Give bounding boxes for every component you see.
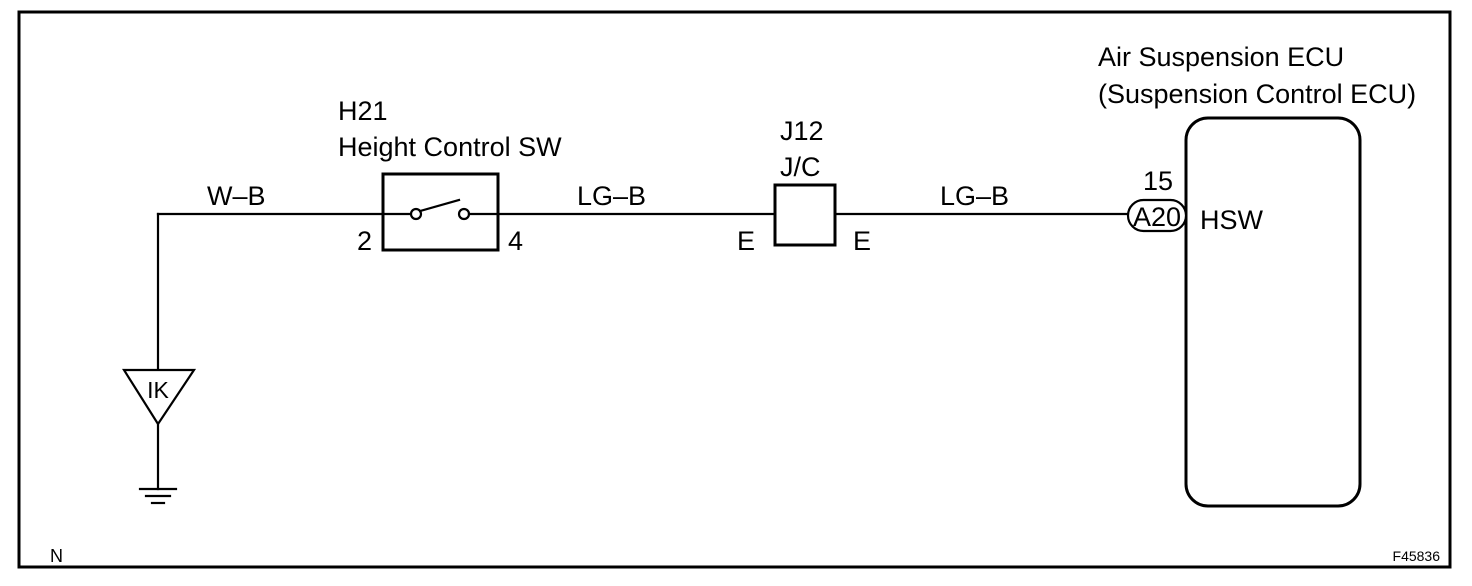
ecu-connector-oval xyxy=(1126,198,1188,233)
switch-contact-left xyxy=(409,207,423,221)
switch-code: H21 xyxy=(338,96,388,126)
switch-icon xyxy=(381,198,500,221)
switch-pin-right: 4 xyxy=(508,226,523,256)
junction-code: J12 xyxy=(780,116,824,146)
ecu-box xyxy=(1184,116,1362,508)
junction-pin-right: E xyxy=(853,226,871,256)
corner-mark: N xyxy=(50,546,63,566)
ecu-pin-number: 15 xyxy=(1143,166,1173,196)
ground-icon xyxy=(138,487,178,505)
junction-name: J/C xyxy=(780,152,821,182)
switch-pin-left: 2 xyxy=(357,226,372,256)
air-suspension-ecu: Air Suspension ECU (Suspension Control E… xyxy=(1098,42,1416,508)
switch-contact-right xyxy=(457,207,471,221)
junction-pin-left: E xyxy=(737,226,755,256)
ecu-name: Air Suspension ECU xyxy=(1098,42,1344,72)
ground-connector-triangle xyxy=(122,368,197,427)
ground-connector-label: IK xyxy=(147,377,169,403)
switch-box xyxy=(381,172,500,252)
wire-color-junction-to-ecu: LG–B xyxy=(940,181,1009,211)
wire-color-ground-to-switch: W–B xyxy=(207,181,266,211)
ecu-connector-label: A20 xyxy=(1133,202,1181,232)
wire-color-switch-to-junction: LG–B xyxy=(577,181,646,211)
diagram-frame xyxy=(17,10,1452,569)
height-control-switch: H21 Height Control SW 2 4 xyxy=(338,96,562,256)
switch-name: Height Control SW xyxy=(338,132,562,162)
ground-circuit: IK W–B xyxy=(122,181,385,505)
ecu-alt-name: (Suspension Control ECU) xyxy=(1098,79,1416,109)
figure-code: F45836 xyxy=(1393,548,1441,564)
junction-box xyxy=(773,183,837,247)
switch-arm xyxy=(418,198,461,213)
junction-connector: J12 J/C E E xyxy=(737,116,871,256)
ecu-terminal-label: HSW xyxy=(1200,205,1264,235)
